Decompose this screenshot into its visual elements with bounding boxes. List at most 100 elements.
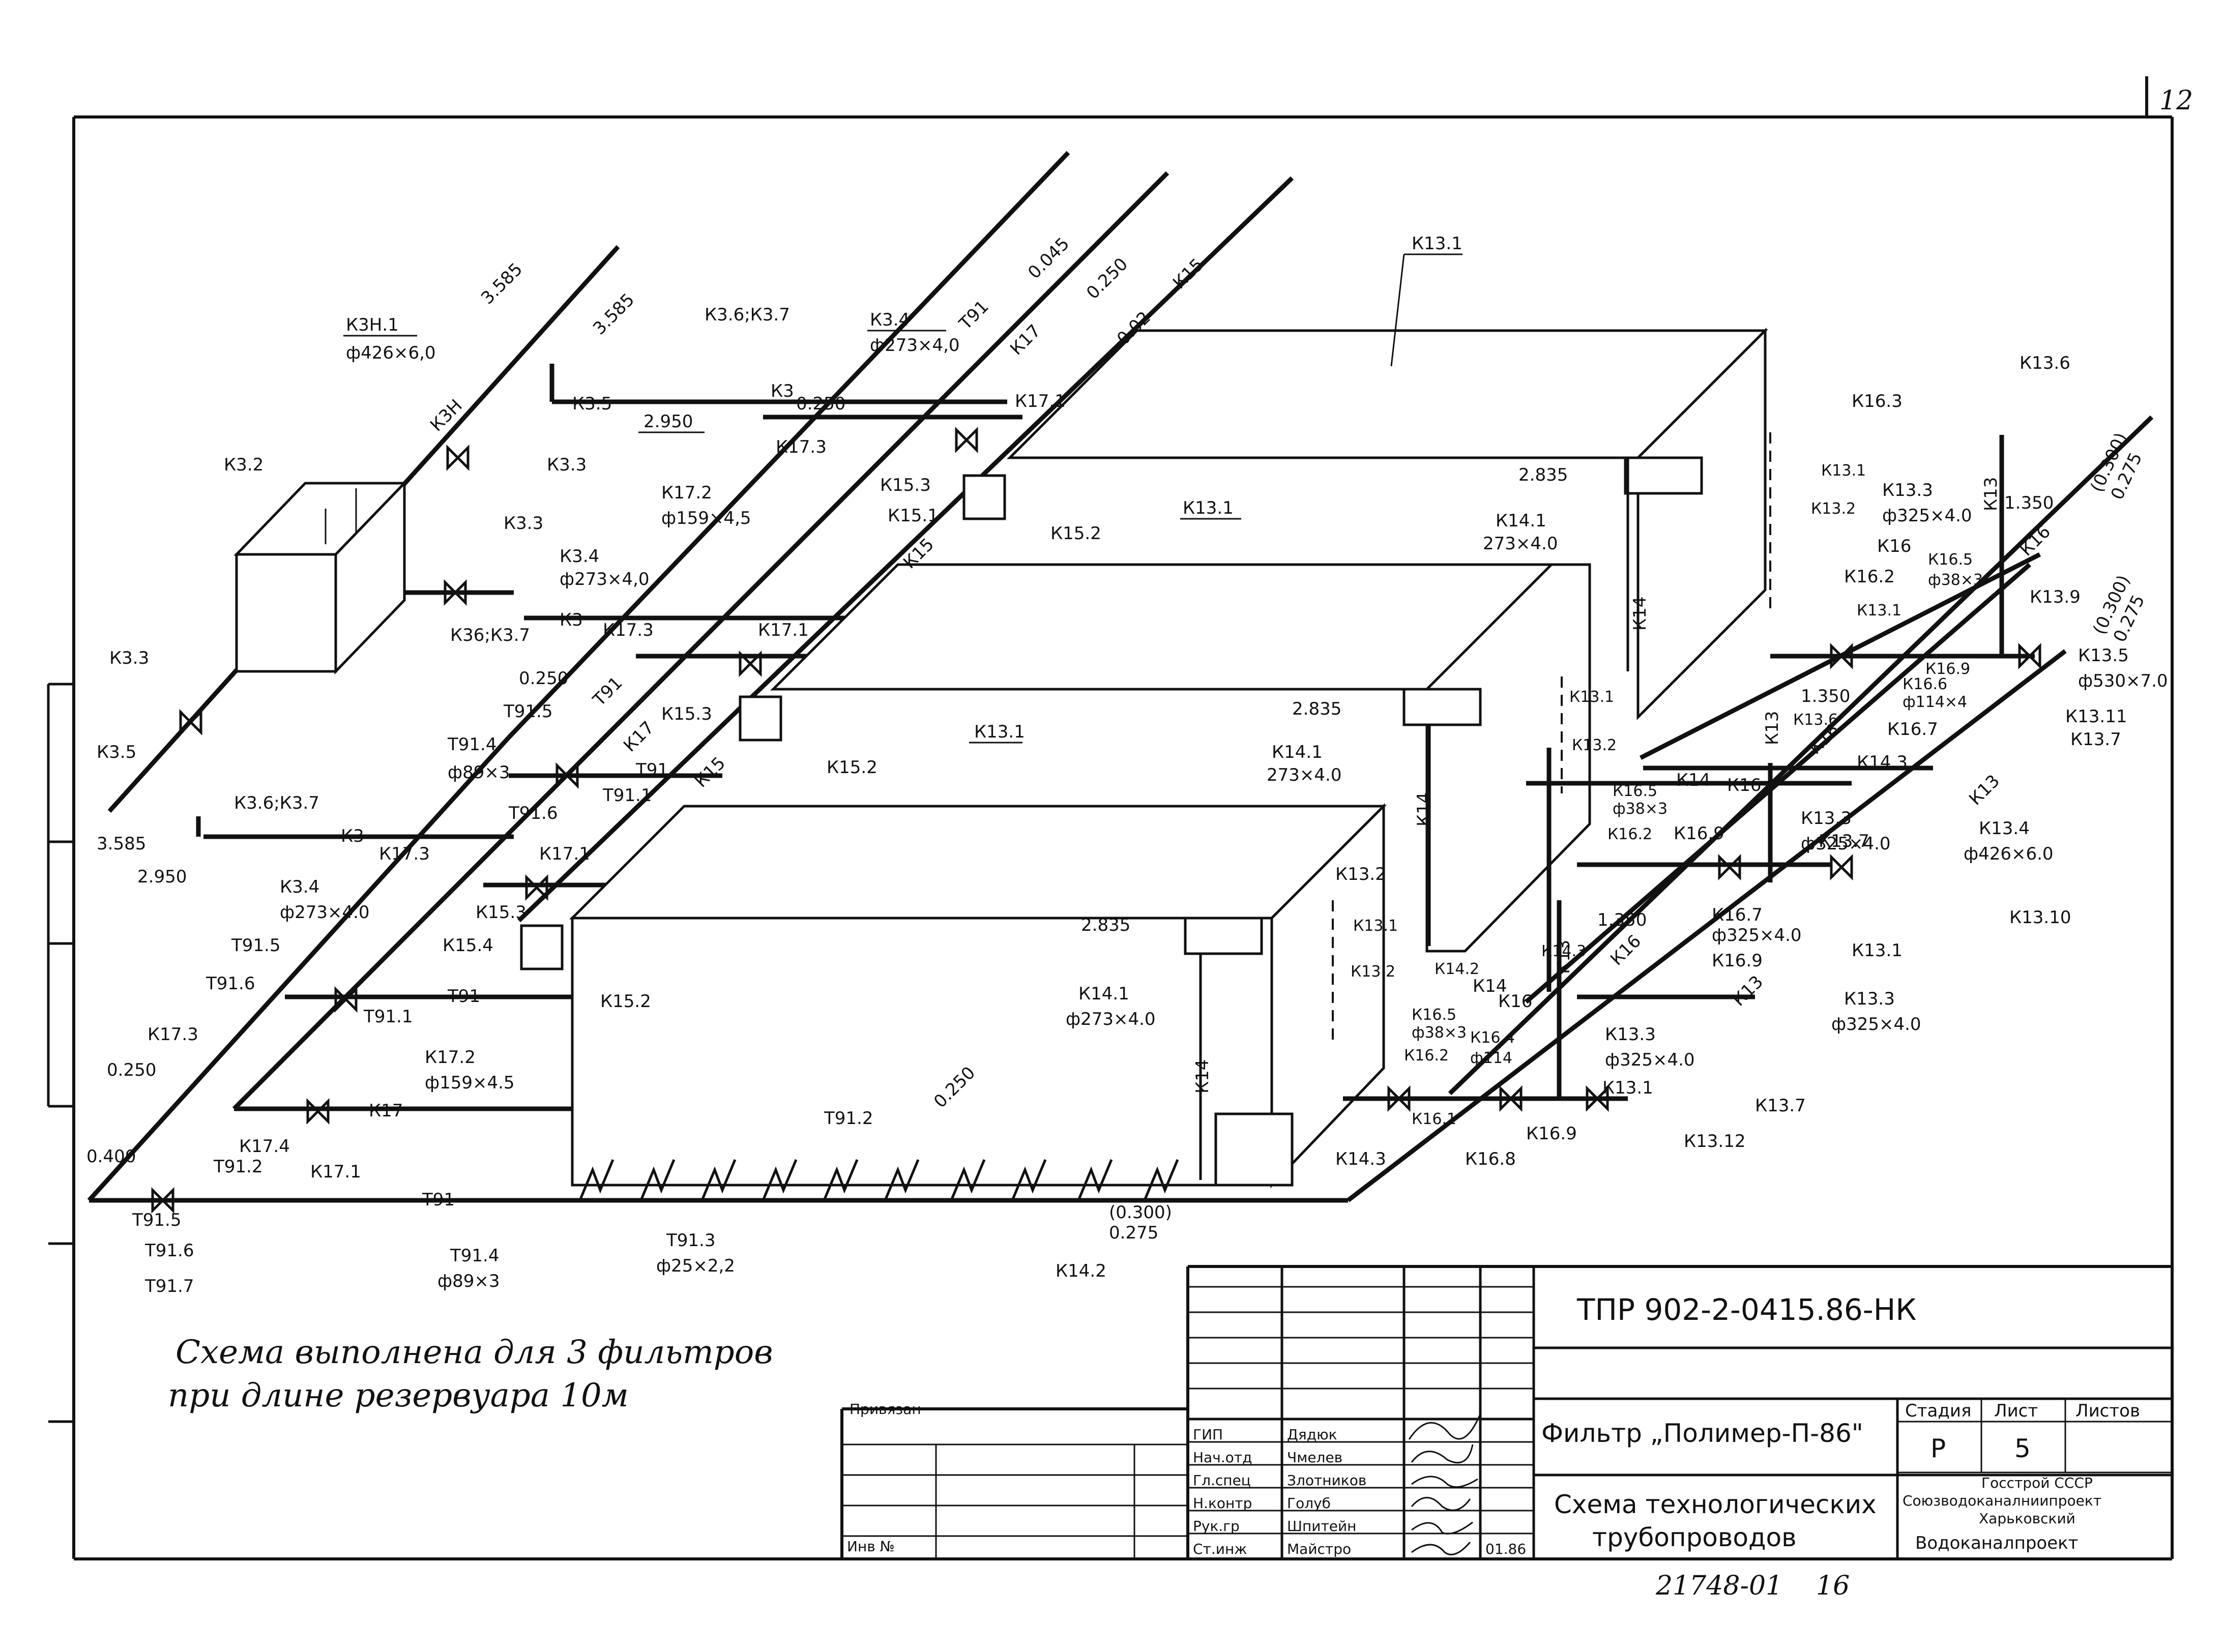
pipe-label-k3n: К3Н bbox=[426, 396, 466, 436]
pipe-label-e1350-b: 1.350 bbox=[1801, 686, 1850, 706]
pipe-label-k35-a: К3.5 bbox=[572, 394, 612, 414]
pipe-label-e2950-a: 2.950 bbox=[643, 411, 693, 432]
pipe-label-k152-a: К15.2 bbox=[1050, 523, 1101, 544]
pipe-label-k13-a: К13 bbox=[1981, 477, 2001, 511]
pipe-label-k162-c: К16.2 bbox=[1404, 1047, 1449, 1065]
pipe-label-k173-a: К17.3 bbox=[776, 437, 827, 457]
pipe-label-k131-d: К13.1 bbox=[1821, 462, 1866, 480]
pipe-label-e2950-b: 2.950 bbox=[137, 867, 187, 887]
pipe-label-k164-d: ф114 bbox=[1470, 1049, 1512, 1067]
pipe-label-k164: К16.4 bbox=[1470, 1029, 1515, 1047]
pipe-label-k167-a: К16.7 bbox=[1887, 719, 1938, 740]
org-line-1: Госстрой СССР bbox=[1981, 1474, 2093, 1491]
pipe-label-k163: К16.3 bbox=[1852, 391, 1903, 411]
filter-3 bbox=[569, 803, 1387, 1189]
pipe-label-k133-a-d: ф325×4.0 bbox=[1882, 506, 1972, 526]
inlet-boxes bbox=[520, 474, 1006, 970]
valves bbox=[151, 426, 2041, 1214]
pipe-label-k132-b: К13.2 bbox=[1572, 736, 1617, 754]
pipe-label-k134-d: ф426×6.0 bbox=[1964, 844, 2054, 864]
pipe-label-k133-d: К13.3 bbox=[1844, 989, 1895, 1009]
pipe-label-k165-c-d: ф38×3 bbox=[1412, 1024, 1467, 1042]
pipe-label-k169-b: К16.9 bbox=[1674, 823, 1724, 844]
pipe-label-k139: К13.9 bbox=[2030, 587, 2081, 607]
pipe-label-k169-a: К16.9 bbox=[1925, 660, 1970, 678]
pipe-label-k3m1: К3Н.1 bbox=[346, 315, 399, 335]
sheet-header: Лист bbox=[1994, 1401, 2038, 1421]
pipe-label-k16-a: К16 bbox=[1877, 536, 1911, 556]
pipe-label-k13-e: К13 bbox=[1729, 971, 1767, 1010]
pipe-label-k131-f: К13.1 bbox=[1569, 688, 1614, 706]
pipe-label-t915-b: Т91.5 bbox=[231, 935, 280, 956]
pipe-label-k13-d: К13 bbox=[1554, 940, 1574, 974]
pipe-label-k141-a-d: 273×4.0 bbox=[1483, 534, 1558, 554]
pipe-label-e2835-c: 2.835 bbox=[1081, 915, 1130, 935]
pipe-label-k168: К16.8 bbox=[1465, 1149, 1516, 1169]
pipe-label-k3-b: К3 bbox=[560, 610, 583, 630]
pipe-label-k133-c-d: ф325×4.0 bbox=[1605, 1050, 1695, 1070]
pipe-label-k16-d: К16 bbox=[2016, 521, 2055, 560]
pipe-label-k133-a: К13.3 bbox=[1882, 480, 1933, 500]
org-line-4: Водоканалпроект bbox=[1915, 1533, 2078, 1553]
title-block-names-5: Майстро bbox=[1287, 1541, 1351, 1557]
pipe-label-k16-b: К16 bbox=[1727, 775, 1761, 795]
pipe-label-k133-b: К13.3 bbox=[1801, 808, 1852, 829]
pipe-label-e0250-e: 0.250 bbox=[1083, 254, 1132, 303]
pipe-label-t913: Т91.3 bbox=[666, 1230, 715, 1251]
pipe-label-k173-b: К17.3 bbox=[603, 620, 654, 640]
pipe-label-k131-h: К13.1 bbox=[1353, 917, 1398, 935]
pipe-label-k173-d: К17.3 bbox=[148, 1024, 198, 1045]
pipe-label-k33-c: К3.3 bbox=[109, 648, 149, 668]
pipe-label-e0300-0275-a1: (0.300) bbox=[1109, 1202, 1172, 1223]
note-line-1: Схема выполнена для 3 фильтров bbox=[175, 1334, 773, 1371]
pipe-label-k136: К13.6 bbox=[2020, 353, 2070, 373]
pipe-label-k131-e: К13.1 bbox=[1857, 602, 1902, 620]
scheme-note: Схема выполнена для 3 фильтров при длине… bbox=[168, 1334, 773, 1414]
signature-5 bbox=[1411, 1521, 1473, 1535]
title-block-names-2: Злотников bbox=[1287, 1472, 1366, 1489]
pipe-label-k131-i: К13.1 bbox=[1602, 1078, 1653, 1098]
drawing-title-line-2: трубопроводов bbox=[1592, 1523, 1797, 1552]
title-block-names-4: Шпитейн bbox=[1287, 1518, 1357, 1535]
title-block-names-0: Дядюк bbox=[1287, 1426, 1337, 1443]
pipe-label-k36-37-b: К36;К3.7 bbox=[450, 625, 530, 645]
pipe-label-k143-c: К14.3 bbox=[1335, 1149, 1386, 1169]
pipe-label-k142-b: К14.2 bbox=[1435, 960, 1479, 978]
pipe-label-k153-c: К15.3 bbox=[476, 902, 526, 923]
pipe-label-k141-c: К14.1 bbox=[1078, 984, 1129, 1004]
pipe-label-k34-c: К3.4 bbox=[280, 877, 319, 897]
title-block: Привязан Инв № ТПР 902-2-0415.86-НК Филь… bbox=[840, 1265, 2172, 1559]
pipe-label-t91-c: Т91 bbox=[422, 1190, 455, 1210]
pipe-label-k3m1-d: ф426×6,0 bbox=[346, 343, 436, 363]
title-block-date: 01.86 bbox=[1485, 1541, 1526, 1557]
pipe-label-k132-d: К13.2 bbox=[1351, 963, 1395, 981]
title-block-roles-0: ГИП bbox=[1193, 1426, 1223, 1443]
pipe-label-k17-c: К17 bbox=[620, 717, 658, 756]
pipe-label-k3-a: К3 bbox=[771, 381, 794, 401]
pipe-label-k133-d-d: ф325×4.0 bbox=[1831, 1014, 1921, 1035]
pipe-label-e3585-b: 3.585 bbox=[589, 289, 638, 339]
pipe-label-t915-a: Т91.5 bbox=[503, 701, 552, 722]
signature-2 bbox=[1411, 1444, 1474, 1464]
signature-3 bbox=[1411, 1476, 1478, 1488]
pipe-label-e0250-b: 0.250 bbox=[519, 668, 568, 689]
document-code: ТПР 902-2-0415.86-НК bbox=[1576, 1292, 1916, 1327]
sheet-frame: 12 bbox=[47, 76, 2193, 1560]
org-line-2: Союзводоканалниипроект bbox=[1903, 1492, 2101, 1509]
signature-1 bbox=[1408, 1413, 1481, 1440]
pipe-label-e1350-a: 1.350 bbox=[2004, 493, 2054, 513]
pipe-label-k34-b: К3.4 bbox=[870, 310, 910, 330]
signature-4 bbox=[1411, 1497, 1471, 1511]
pipe-label-k133-c: К13.3 bbox=[1605, 1024, 1656, 1045]
pipe-label-t912-b: Т91.2 bbox=[824, 1108, 873, 1129]
pipe-label-t915-c: Т91.5 bbox=[132, 1210, 181, 1230]
stage-value: Р bbox=[1930, 1434, 1946, 1463]
pipe-label-e3585-a: 3.585 bbox=[477, 259, 526, 308]
pipe-label-k153-b: К15.3 bbox=[661, 704, 712, 724]
privyazan-label: Привязан bbox=[850, 1401, 921, 1418]
pipe-label-k34-b-d: ф273×4,0 bbox=[870, 335, 960, 356]
pipe-label-k142-a: К14.2 bbox=[1056, 1261, 1106, 1281]
pipe-label-k172-b-d: ф159×4.5 bbox=[425, 1073, 515, 1093]
pipe-label-t916-c: Т91.6 bbox=[144, 1241, 194, 1261]
pipe-label-k171-b: К17.1 bbox=[758, 620, 809, 640]
